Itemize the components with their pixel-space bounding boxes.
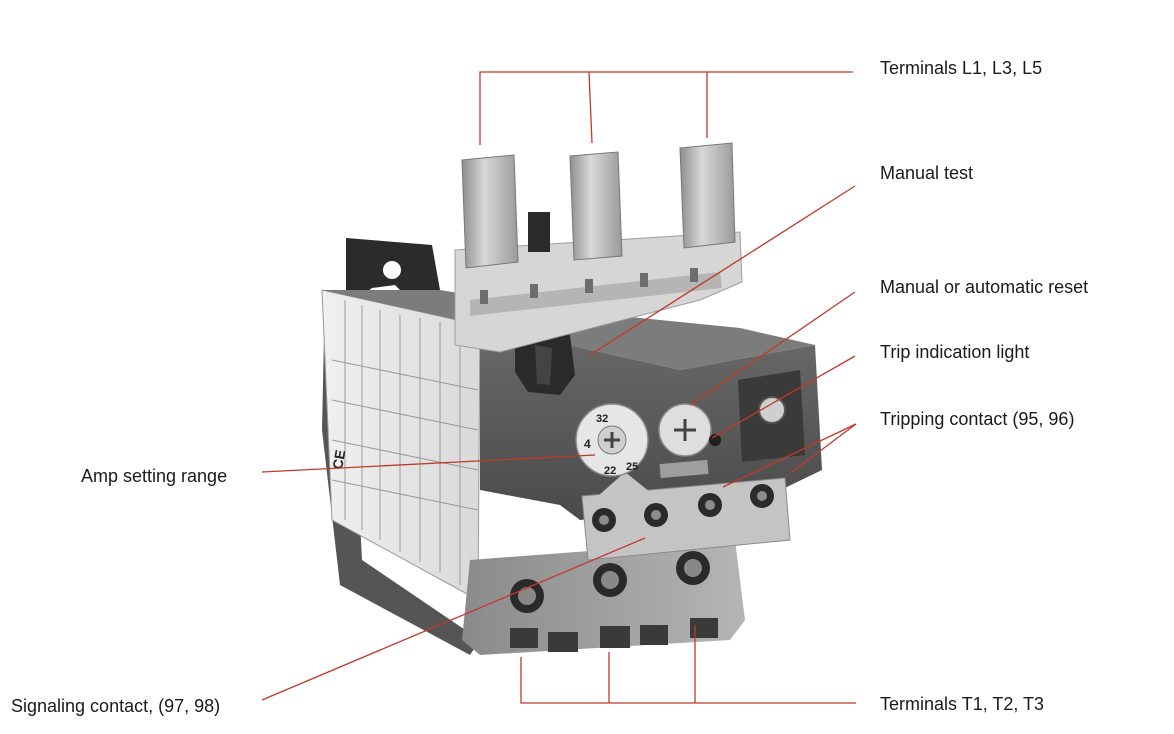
leader-terminals-l	[479, 71, 853, 145]
leader-reset	[689, 291, 856, 406]
reset-button	[758, 396, 786, 424]
leader-manual-test	[589, 185, 856, 356]
ce-mark: CE	[329, 449, 348, 471]
reset-dial	[658, 403, 712, 457]
housing-skirt-left	[322, 290, 480, 655]
dial-mark-3: 25	[626, 461, 638, 473]
label-signaling-contact: Signaling contact, (97, 98)	[11, 696, 221, 716]
leader-trip-light	[711, 355, 856, 439]
leader-tripping-a	[722, 423, 857, 488]
bottom-terminal-block	[462, 540, 745, 655]
leader-tripping-b	[791, 423, 857, 473]
label-manual-test: Manual test	[880, 163, 974, 183]
leader-lines	[261, 71, 857, 704]
label-trip-light: Trip indication light	[880, 342, 1030, 362]
leader-amp-range	[261, 454, 596, 473]
label-terminals-l: Terminals L1, L3, L5	[880, 58, 1043, 78]
amp-setting-dial: 32 4 22 25	[575, 403, 649, 477]
aux-contact-screws	[592, 484, 774, 532]
test-knob	[528, 212, 550, 252]
label-terminals-t: Terminals T1, T2, T3	[880, 694, 1045, 714]
auxiliary-contact-strip	[581, 477, 791, 561]
dial-mark-1: 4	[584, 437, 591, 451]
leader-signaling	[261, 537, 646, 701]
terminal-t-screws	[510, 551, 710, 613]
leader-terminals-t	[520, 657, 856, 704]
side-label-text	[331, 300, 479, 585]
terminal-l-blades	[461, 142, 736, 269]
label-reset: Manual or automatic reset	[880, 277, 1089, 297]
dial-mark-2: 22	[604, 465, 616, 477]
dial-mark-0: 32	[596, 413, 608, 425]
trip-indicator-light	[709, 434, 721, 446]
relay-body: CE	[321, 142, 822, 655]
label-amp-range: Amp setting range	[81, 466, 228, 486]
label-tripping-contact: Tripping contact (95, 96)	[880, 409, 1075, 429]
terminal-feet	[510, 618, 718, 652]
